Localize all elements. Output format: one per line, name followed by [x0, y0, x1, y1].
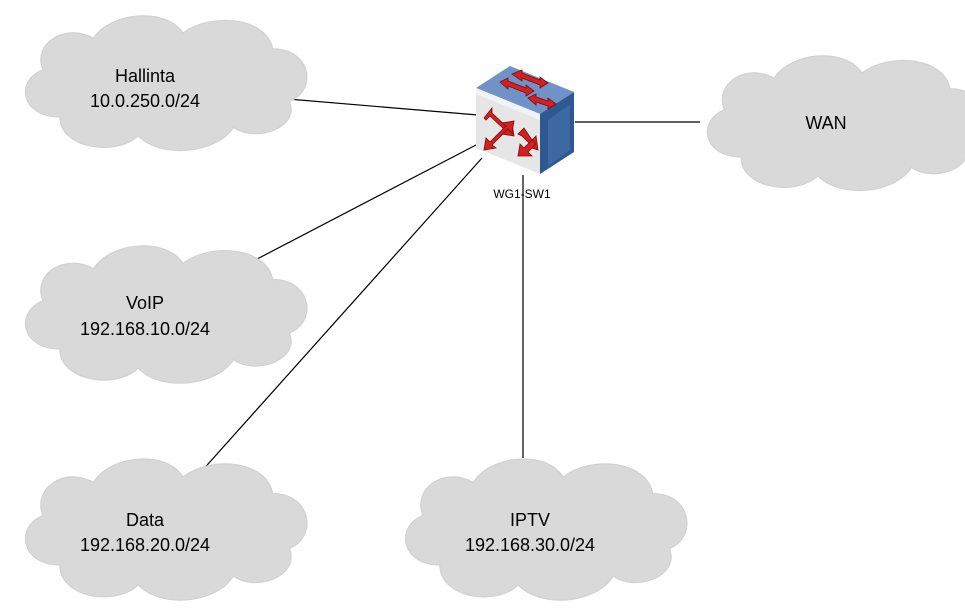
cloud-iptv-name: IPTV: [510, 510, 550, 530]
links: [199, 97, 700, 474]
cloud-voip-subnet: 192.168.10.0/24: [80, 319, 210, 339]
switch-label: WG1-SW1: [493, 187, 551, 201]
cloud-hallinta-name: Hallinta: [115, 66, 176, 86]
link-hallinta: [275, 97, 479, 116]
link-data: [199, 157, 483, 474]
cloud-voip: [24, 245, 308, 384]
cloud-wan-name: WAN: [805, 113, 846, 133]
cloud-data-name: Data: [126, 510, 165, 530]
cloud-data: [24, 458, 308, 601]
cloud-hallinta-subnet: 10.0.250.0/24: [90, 91, 200, 111]
network-switch-icon: [476, 66, 574, 174]
cloud-iptv-subnet: 192.168.30.0/24: [465, 535, 595, 555]
cloud-voip-name: VoIP: [126, 293, 164, 313]
link-voip: [235, 144, 477, 271]
cloud-data-subnet: 192.168.20.0/24: [80, 535, 210, 555]
